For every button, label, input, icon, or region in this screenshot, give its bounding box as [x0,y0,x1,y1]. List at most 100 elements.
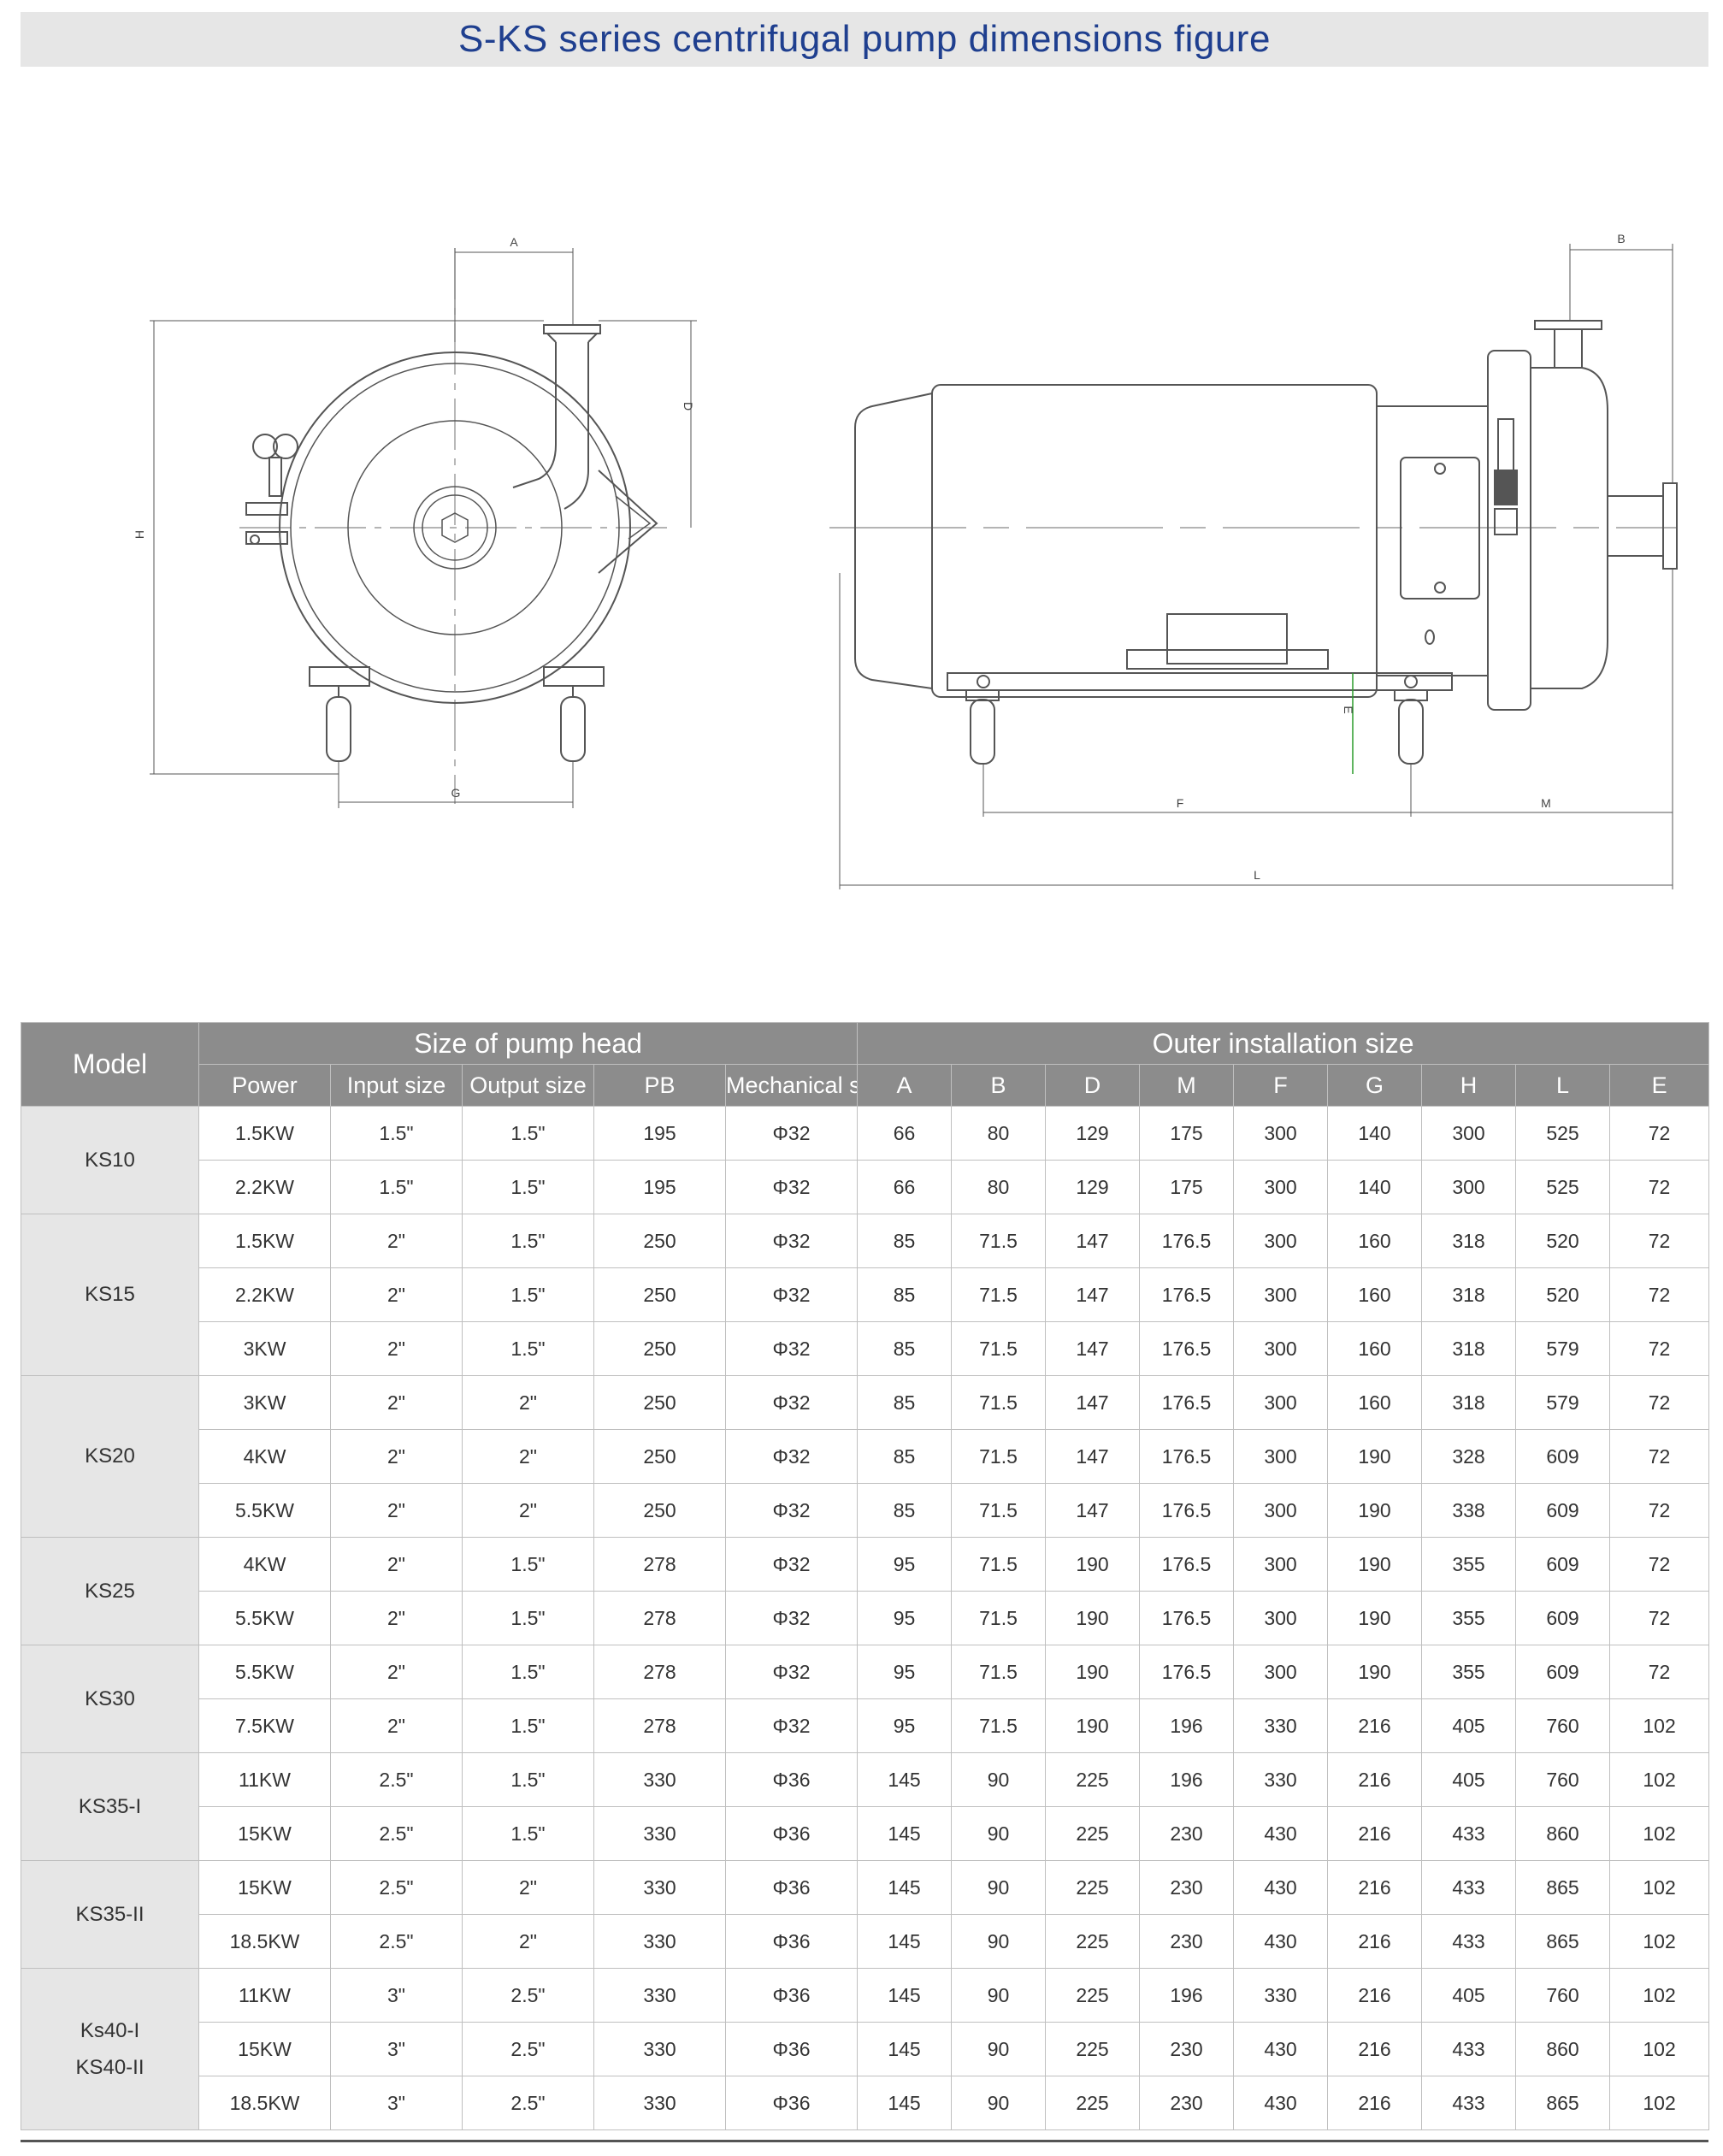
cell-f: 300 [1233,1321,1329,1376]
motor-junction-block [1166,613,1288,665]
model-name: KS35-I [78,1794,142,1818]
dim-label-h: H [133,530,146,539]
cell-e: 102 [1609,2022,1710,2076]
base-rail [947,672,1453,691]
cell-d: 190 [1045,1537,1141,1592]
cell-h: 405 [1421,1968,1517,2023]
header-a: A [857,1064,953,1107]
cell-d: 225 [1045,1860,1141,1915]
dimensions-table: Model Size of pump head Outer installati… [21,1022,1710,2130]
model-cell: KS10 [21,1106,199,1214]
cell-pb: 330 [593,1752,726,1807]
cell-e: 72 [1609,1429,1710,1484]
pump-drawing-svg: A D H G [133,232,1678,889]
cell-a: 95 [857,1698,953,1753]
side-outlet-flange [1534,320,1602,330]
cell-power: 5.5KW [198,1591,331,1645]
cell-d: 147 [1045,1214,1141,1268]
cell-seal: Φ36 [724,2022,859,2076]
wing-nut-right-lobe [273,434,298,459]
dim-label-g: G [451,786,461,800]
cell-power: 1.5KW [198,1214,331,1268]
cell-output: 2" [462,1914,594,1969]
dim-label-l: L [1254,868,1260,882]
cell-e: 72 [1609,1321,1710,1376]
cell-m: 230 [1139,1914,1235,1969]
dim-label-b: B [1617,232,1625,245]
cell-input: 2" [330,1214,463,1268]
cell-h: 355 [1421,1645,1517,1699]
cell-g: 160 [1327,1267,1423,1322]
header-l: L [1515,1064,1611,1107]
dim-label-a: A [510,235,518,249]
cell-power: 11KW [198,1752,331,1807]
cell-l: 525 [1515,1106,1611,1161]
cell-output: 2" [462,1429,594,1484]
cell-seal: Φ32 [724,1645,859,1699]
cell-seal: Φ32 [724,1106,859,1161]
cell-b: 71.5 [951,1483,1047,1538]
cell-power: 5.5KW [198,1645,331,1699]
cell-m: 176.5 [1139,1321,1235,1376]
outlet-flange-neck [546,333,598,343]
cell-output: 2.5" [462,2022,594,2076]
cell-pb: 278 [593,1645,726,1699]
cell-e: 102 [1609,1806,1710,1861]
cell-pb: 250 [593,1429,726,1484]
cell-m: 196 [1139,1698,1235,1753]
side-leg-left [970,699,995,765]
cell-f: 430 [1233,1860,1329,1915]
cell-h: 318 [1421,1375,1517,1430]
hub-inner-circle [422,494,488,561]
cell-seal: Φ32 [724,1537,859,1592]
header-model: Model [21,1022,199,1107]
cell-input: 2" [330,1375,463,1430]
header-power: Power [198,1064,331,1107]
cell-d: 190 [1045,1698,1141,1753]
cell-g: 160 [1327,1375,1423,1430]
cell-m: 230 [1139,2022,1235,2076]
cell-e: 72 [1609,1106,1710,1161]
cell-input: 3" [330,2022,463,2076]
cell-input: 2" [330,1591,463,1645]
cell-e: 72 [1609,1214,1710,1268]
volute-outer-circle [279,351,631,704]
cell-g: 140 [1327,1160,1423,1214]
cell-e: 72 [1609,1483,1710,1538]
cell-input: 2" [330,1645,463,1699]
terminal-screw-bottom [1434,582,1446,594]
cell-output: 1.5" [462,1160,594,1214]
header-mechanical-seal: Mechanical seal [724,1064,859,1107]
cell-output: 1.5" [462,1752,594,1807]
cell-f: 330 [1233,1968,1329,2023]
front-leg-right [560,696,586,762]
cell-h: 338 [1421,1483,1517,1538]
cell-d: 225 [1045,2076,1141,2130]
cell-d: 225 [1045,1914,1141,1969]
cell-g: 216 [1327,2076,1423,2130]
cell-m: 176.5 [1139,1214,1235,1268]
cell-output: 1.5" [462,1106,594,1161]
outlet-flange-top [543,324,601,334]
motor-fan-cover [854,392,933,690]
cell-l: 579 [1515,1321,1611,1376]
cell-d: 225 [1045,1968,1141,2023]
cell-a: 145 [857,1806,953,1861]
side-clamp-block [1494,508,1518,535]
cell-f: 300 [1233,1645,1329,1699]
model-name: KS25 [85,1579,135,1603]
cell-g: 216 [1327,1968,1423,2023]
model-cell: KS20 [21,1375,199,1538]
cell-d: 147 [1045,1321,1141,1376]
cell-h: 433 [1421,1914,1517,1969]
front-foot-right-plate [543,666,605,687]
cell-pb: 330 [593,1806,726,1861]
cell-pb: 250 [593,1214,726,1268]
